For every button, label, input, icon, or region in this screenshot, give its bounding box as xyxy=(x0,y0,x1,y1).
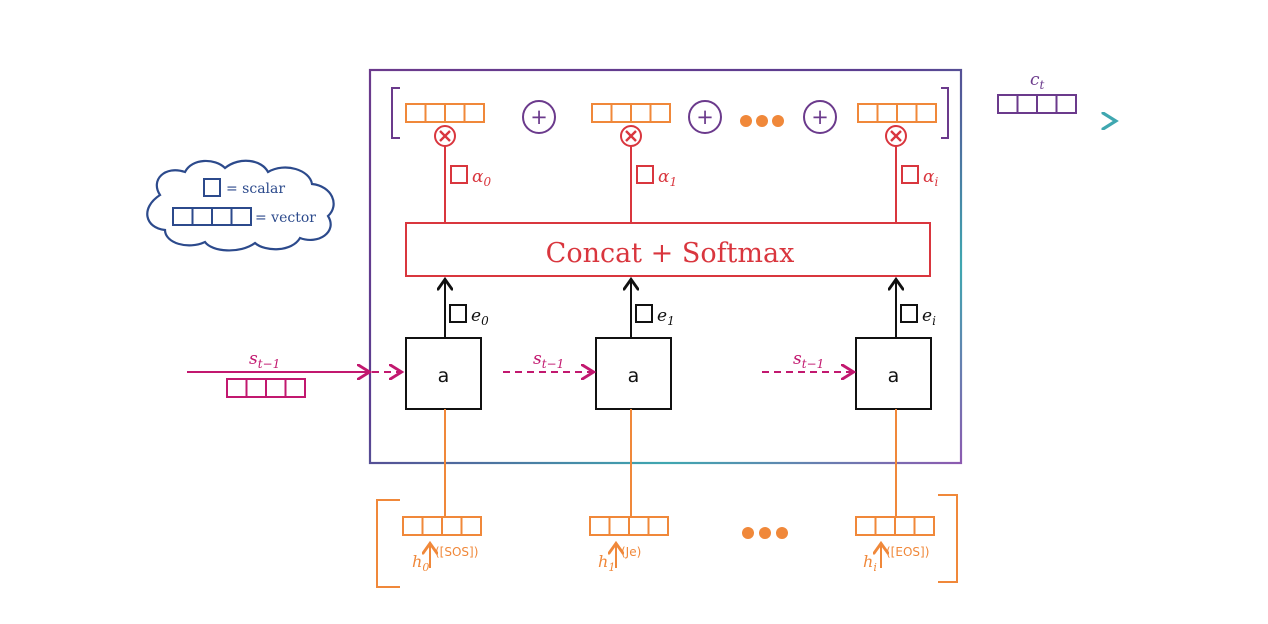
state-dash-2-label: st−1 xyxy=(793,349,824,371)
alpha-label-1-symbol: α xyxy=(658,167,670,187)
alpha-label-2-subscript: i xyxy=(934,175,938,189)
hidden-label-0-symbol: h xyxy=(412,552,422,571)
concat-softmax-label: Concat + Softmax xyxy=(546,238,795,269)
context-symbol: c xyxy=(1030,70,1040,90)
alpha-scalar-box xyxy=(901,165,919,184)
legend-scalar-box xyxy=(203,178,221,197)
energy-scalar-box xyxy=(635,304,653,323)
energy-label-1-symbol: e xyxy=(657,306,667,326)
decoder-state-subscript: t−1 xyxy=(258,357,281,371)
weighted-vectors-row xyxy=(405,103,937,123)
plus-symbol: + xyxy=(696,105,714,129)
energy-label-0: e0 xyxy=(471,306,489,328)
hidden-label-0-subscript: 0 xyxy=(422,561,429,574)
weighted-hidden-vector-2 xyxy=(857,103,937,123)
plus-circle-1: + xyxy=(522,100,556,134)
alpha-scalar-box xyxy=(636,165,654,184)
context-vector xyxy=(997,94,1077,114)
legend-vector-box xyxy=(172,207,252,226)
alpha-label-0-symbol: α xyxy=(472,167,484,187)
legend-cloud: = scalar = vector xyxy=(146,159,335,252)
alignment-function-label: a xyxy=(628,365,640,387)
encoder-hidden-vector-1 xyxy=(589,516,669,536)
plus-symbol: + xyxy=(811,105,829,129)
energy-scalar-box xyxy=(900,304,918,323)
token-label-1: (Je) xyxy=(621,545,641,559)
weighted-hidden-vector-0 xyxy=(405,103,485,123)
encoder-hidden-vector-2 xyxy=(855,516,935,536)
decoder-state-input: st−1 xyxy=(187,349,400,398)
alpha-label-2: αi xyxy=(923,167,938,189)
encoder-hidden-bracket xyxy=(376,494,958,588)
token-label-2: ([EOS]) xyxy=(886,545,929,559)
energy-label-0-symbol: e xyxy=(471,306,481,326)
hidden-label-2: hi xyxy=(863,552,877,574)
alignment-function-label: a xyxy=(438,365,450,387)
energy-label-0-subscript: 0 xyxy=(481,314,489,328)
hidden-label-2-subscript: i xyxy=(873,561,877,574)
encoder-hidden-vector-0 xyxy=(402,516,482,536)
decoder-state-label: st−1 xyxy=(249,349,280,371)
energy-label-1-subscript: 1 xyxy=(667,314,675,328)
state-dash-2: st−1 xyxy=(762,349,852,372)
energy-label-2-subscript: i xyxy=(932,314,936,328)
alignment-function-box-0: a xyxy=(405,337,482,410)
hidden-label-2-symbol: h xyxy=(863,552,873,571)
alignment-function-box-1: a xyxy=(595,337,672,410)
ellipsis-dots-bottom xyxy=(742,527,788,539)
decoder-state-vector xyxy=(226,378,306,398)
plus-symbol: + xyxy=(530,105,548,129)
multiply-icon xyxy=(434,125,456,147)
attention-module-frame xyxy=(368,68,963,465)
alpha-label-0: α0 xyxy=(472,167,491,189)
decoder-state-symbol: s xyxy=(249,349,258,369)
energy-scalar-box xyxy=(449,304,467,323)
alpha-scalar-box xyxy=(450,165,468,184)
state-dash-1-label: st−1 xyxy=(533,349,564,371)
state-dash-1: st−1 xyxy=(503,349,592,372)
weighted-hidden-vector-1 xyxy=(591,103,671,123)
alpha-label-2-symbol: α xyxy=(923,167,935,187)
hidden-label-0: h0 xyxy=(412,552,429,574)
context-output: ct xyxy=(962,70,1114,121)
hidden-label-1: h1 xyxy=(598,552,615,574)
token-label-0: ([SOS]) xyxy=(435,545,478,559)
alignment-function-box-2: a xyxy=(855,337,932,410)
legend-scalar-label: = scalar xyxy=(226,181,285,197)
energy-label-2: ei xyxy=(922,306,936,328)
hidden-label-1-symbol: h xyxy=(598,552,608,571)
context-subscript: t xyxy=(1040,78,1045,92)
plus-circle-2: + xyxy=(688,100,722,134)
weighted-sum-bracket xyxy=(391,87,949,139)
alpha-label-1: α1 xyxy=(658,167,677,189)
alignment-function-label: a xyxy=(888,365,900,387)
concat-softmax-box: Concat + Softmax xyxy=(405,222,931,277)
alpha-label-1-subscript: 1 xyxy=(669,175,677,189)
context-label: ct xyxy=(1030,70,1045,92)
plus-circle-3: + xyxy=(803,100,837,134)
ellipsis-dots-top xyxy=(740,115,784,127)
legend-vector-label: = vector xyxy=(255,210,316,226)
alpha-label-0-subscript: 0 xyxy=(483,175,491,189)
multiply-icon xyxy=(620,125,642,147)
hidden-label-1-subscript: 1 xyxy=(608,561,615,574)
energy-label-2-symbol: e xyxy=(922,306,932,326)
multiply-icon xyxy=(885,125,907,147)
energy-label-1: e1 xyxy=(657,306,675,328)
